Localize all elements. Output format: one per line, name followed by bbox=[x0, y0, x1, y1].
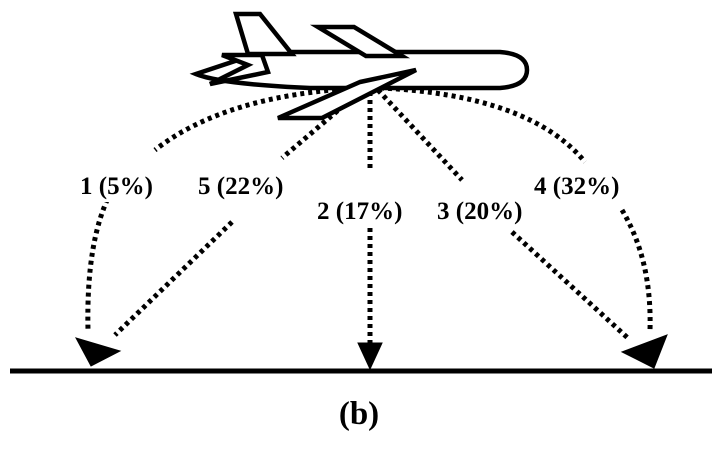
figure-caption: (b) bbox=[339, 396, 379, 432]
path-4-arc bbox=[379, 85, 587, 164]
label-2-bg bbox=[314, 196, 430, 228]
path-1-label: 1 (5%) bbox=[80, 173, 153, 200]
path-2-label: 2 (17%) bbox=[317, 198, 402, 225]
path-5-label: 5 (22%) bbox=[198, 173, 283, 200]
rear-stabilizer bbox=[208, 52, 271, 87]
path-4-arc-lower bbox=[619, 208, 653, 331]
path-3-label: 3 (20%) bbox=[437, 198, 522, 225]
path-5-line-lower bbox=[113, 220, 234, 337]
upper-wing bbox=[309, 24, 411, 59]
path-4-label: 4 (32%) bbox=[534, 173, 619, 200]
path-1-arc bbox=[153, 85, 361, 152]
tail-fin bbox=[232, 11, 297, 57]
label-4-bg bbox=[530, 170, 644, 202]
arrowhead-left bbox=[74, 337, 122, 367]
arrowheads bbox=[74, 334, 668, 371]
arrowhead-right bbox=[620, 334, 668, 369]
arrowhead-center bbox=[357, 342, 383, 371]
label-1-bg bbox=[76, 170, 174, 202]
lower-wing bbox=[277, 67, 418, 121]
path-3-line bbox=[376, 88, 464, 182]
path-3-line-lower bbox=[510, 230, 632, 342]
path-1-arc-lower bbox=[85, 190, 114, 331]
airplane-icon bbox=[189, 11, 530, 121]
path-labels: 1 (5%) 5 (22%) 2 (17%) 3 (20%) 4 (32%) bbox=[76, 170, 644, 228]
label-5-bg bbox=[194, 170, 308, 202]
